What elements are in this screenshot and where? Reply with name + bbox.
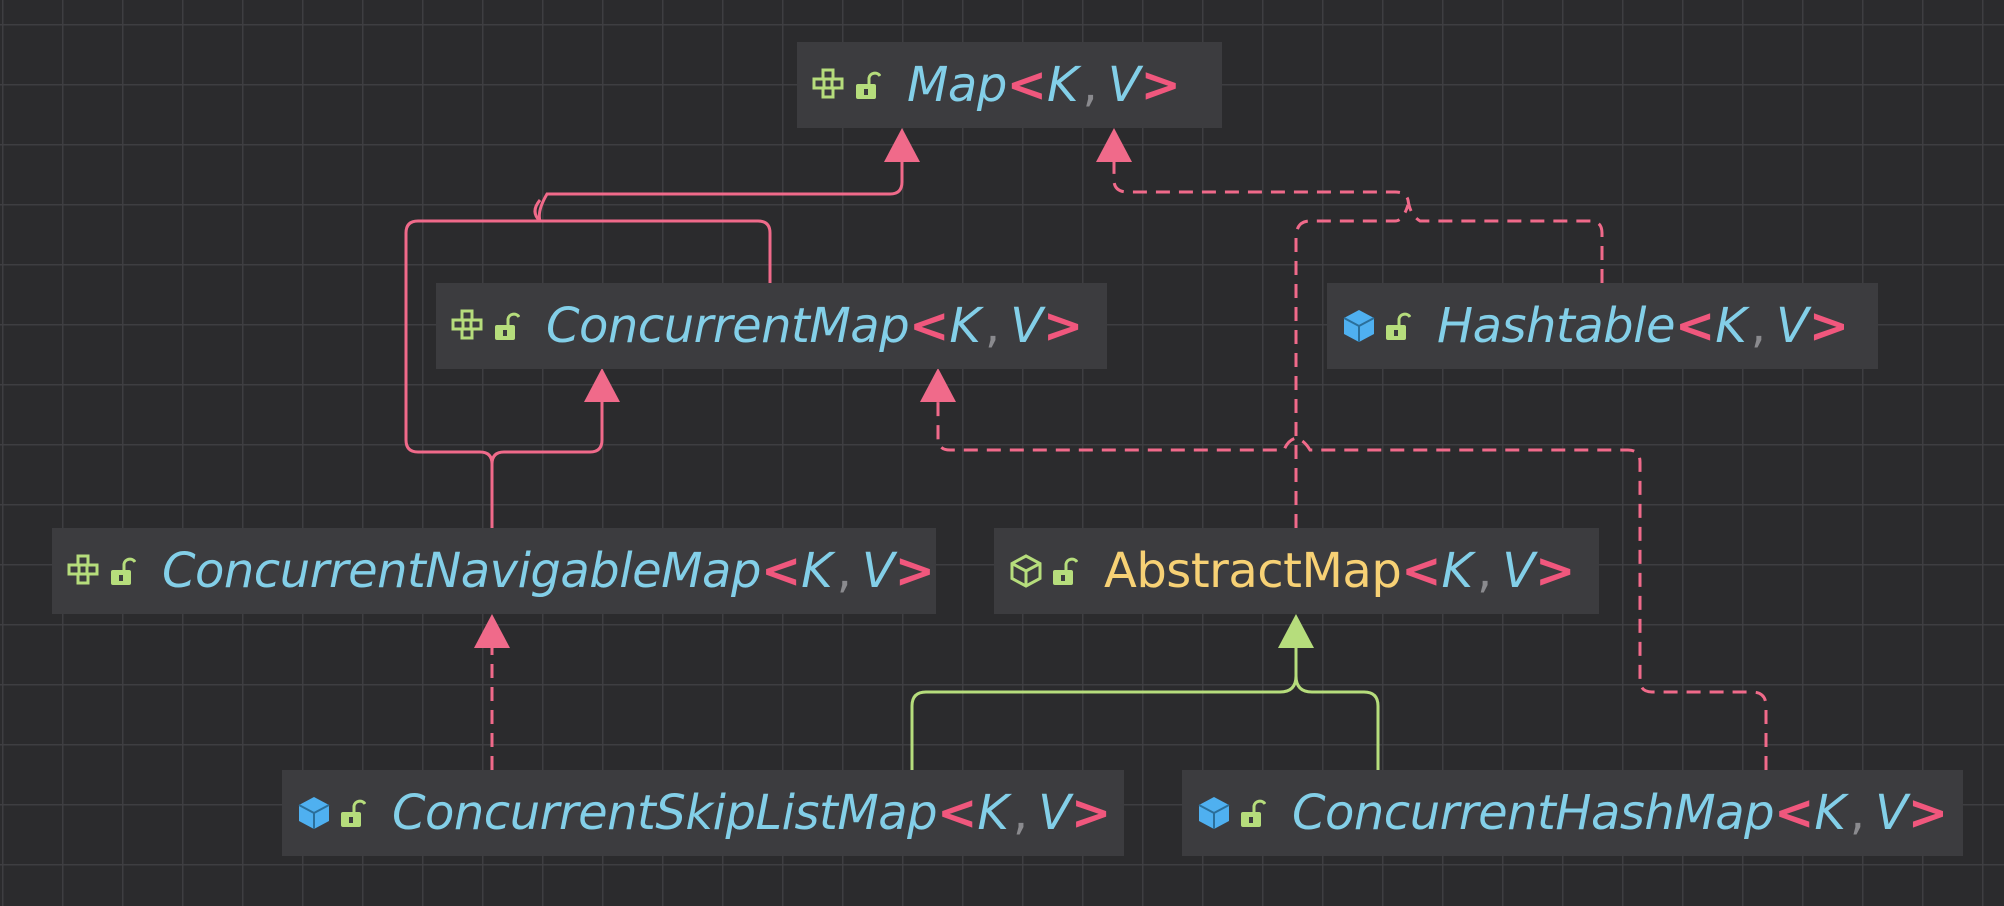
arrowhead-map-right <box>1096 128 1132 162</box>
node-abstract-map[interactable]: AbstractMap <K,V> <box>994 528 1599 614</box>
edge-concurrentnavigablemap-upper <box>537 150 904 222</box>
public-lock-icon <box>855 70 882 100</box>
node-hashtable[interactable]: Hashtable <K,V> <box>1327 283 1878 369</box>
arrowhead-map-left <box>884 128 920 162</box>
public-lock-icon <box>494 311 521 341</box>
arrowhead-concurrentmap-right <box>920 368 956 402</box>
node-name: ConcurrentHashMap <box>1292 785 1775 841</box>
edge-concurrenthashmap-to-abstractmap <box>1294 675 1380 770</box>
node-map[interactable]: Map <K,V> <box>797 42 1222 128</box>
arrowhead-abstractmap <box>1278 614 1314 648</box>
node-name: ConcurrentNavigableMap <box>162 543 761 599</box>
arrowhead-navigablemap <box>474 614 510 648</box>
edge-hashtable-to-map <box>1112 150 1604 283</box>
edge-concurrentmap-to-map <box>404 219 772 528</box>
public-lock-icon <box>1052 556 1079 586</box>
node-name: ConcurrentMap <box>546 298 910 354</box>
node-name: AbstractMap <box>1104 543 1402 599</box>
edge-concurrenthashmap-to-concurrentmap <box>936 396 1768 770</box>
type-params: <K,V> <box>1401 543 1576 599</box>
interface-icon <box>450 308 486 344</box>
node-name: Hashtable <box>1437 298 1676 354</box>
edge-concurrentnavigablemap-to-map <box>490 396 604 528</box>
public-lock-icon <box>1240 798 1267 828</box>
node-name: Map <box>907 57 1007 113</box>
type-params: <K,V> <box>760 543 935 599</box>
public-lock-icon <box>110 556 137 586</box>
abstract-class-icon <box>1008 553 1044 589</box>
type-params: <K,V> <box>1006 57 1181 113</box>
interface-icon <box>811 67 847 103</box>
node-concurrent-map[interactable]: ConcurrentMap <K,V> <box>436 283 1107 369</box>
edge-concurrentskiplistmap-to-abstractmap <box>910 640 1298 770</box>
class-icon <box>1341 308 1377 344</box>
interface-icon <box>66 553 102 589</box>
node-concurrent-navigable-map[interactable]: ConcurrentNavigableMap <K,V> <box>52 528 936 614</box>
arrowhead-concurrentmap-left <box>584 368 620 402</box>
node-concurrent-hash-map[interactable]: ConcurrentHashMap <K,V> <box>1182 770 1963 856</box>
type-params: <K,V> <box>1675 298 1850 354</box>
public-lock-icon <box>1385 311 1412 341</box>
type-params: <K,V> <box>1774 785 1949 841</box>
node-concurrent-skip-list-map[interactable]: ConcurrentSkipListMap <K,V> <box>282 770 1124 856</box>
class-icon <box>296 795 332 831</box>
type-params: <K,V> <box>909 298 1084 354</box>
public-lock-icon <box>340 798 367 828</box>
class-icon <box>1196 795 1232 831</box>
node-name: ConcurrentSkipListMap <box>392 785 938 841</box>
type-params: <K,V> <box>937 785 1112 841</box>
